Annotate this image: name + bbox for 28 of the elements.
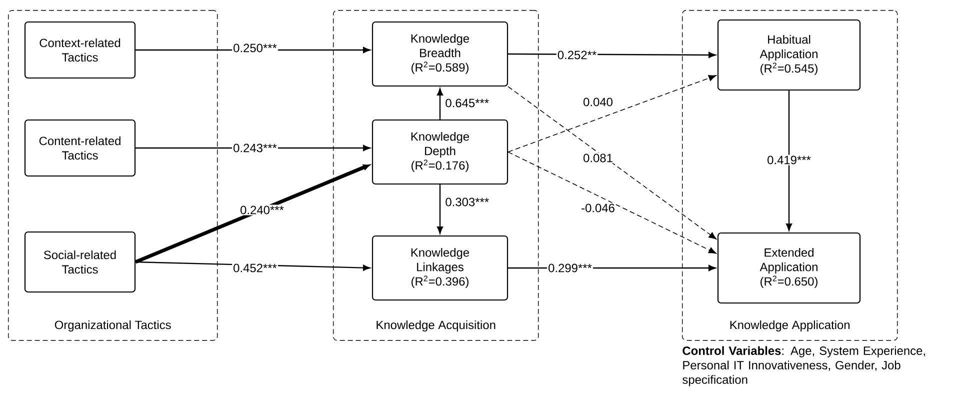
construct-box: Knowledge Linkages (R$^{2}$=0.396) [372, 235, 508, 301]
construct-box: Context-related Tactics [24, 21, 136, 79]
edge-label: 0.081 [582, 152, 614, 164]
arrow [508, 86, 717, 240]
edge-label: 0.419*** [766, 154, 812, 166]
construct-box: Extended Application (R$^{2}$=0.650) [717, 232, 861, 304]
edge-label: 0.240*** [239, 204, 285, 216]
arrow [134, 164, 370, 264]
construct-box: Social-related Tactics [24, 231, 136, 293]
edge-label: 0.250*** [232, 42, 278, 54]
construct-box: Content-related Tactics [24, 119, 136, 177]
construct-box: Knowledge Depth (R$^{2}$=0.176) [372, 119, 508, 185]
edge-label: 0.252** [556, 50, 598, 60]
arrow [508, 152, 716, 254]
arrow [786, 90, 792, 231]
construct-box: Knowledge Breadth (R$^{2}$=0.589) [372, 21, 508, 87]
edge-label: 0.645*** [444, 98, 490, 108]
edge-label: 0.040 [582, 96, 614, 108]
edge-label: 0.303*** [444, 196, 490, 208]
note: Control Variables: Age, System Experience, Personal IT Innovativeness, Gender, Job specification [682, 346, 925, 386]
edge-label: 0.452*** [232, 262, 278, 274]
arrow [508, 74, 716, 152]
edge-label: 0.299*** [547, 262, 593, 274]
arrow [436, 184, 444, 234]
edge-label: 0.243*** [232, 142, 278, 154]
edge-label: -0.046 [580, 202, 616, 214]
construct-box: Habitual Application (R$^{2}$=0.545) [717, 19, 861, 91]
arrow [436, 88, 444, 120]
